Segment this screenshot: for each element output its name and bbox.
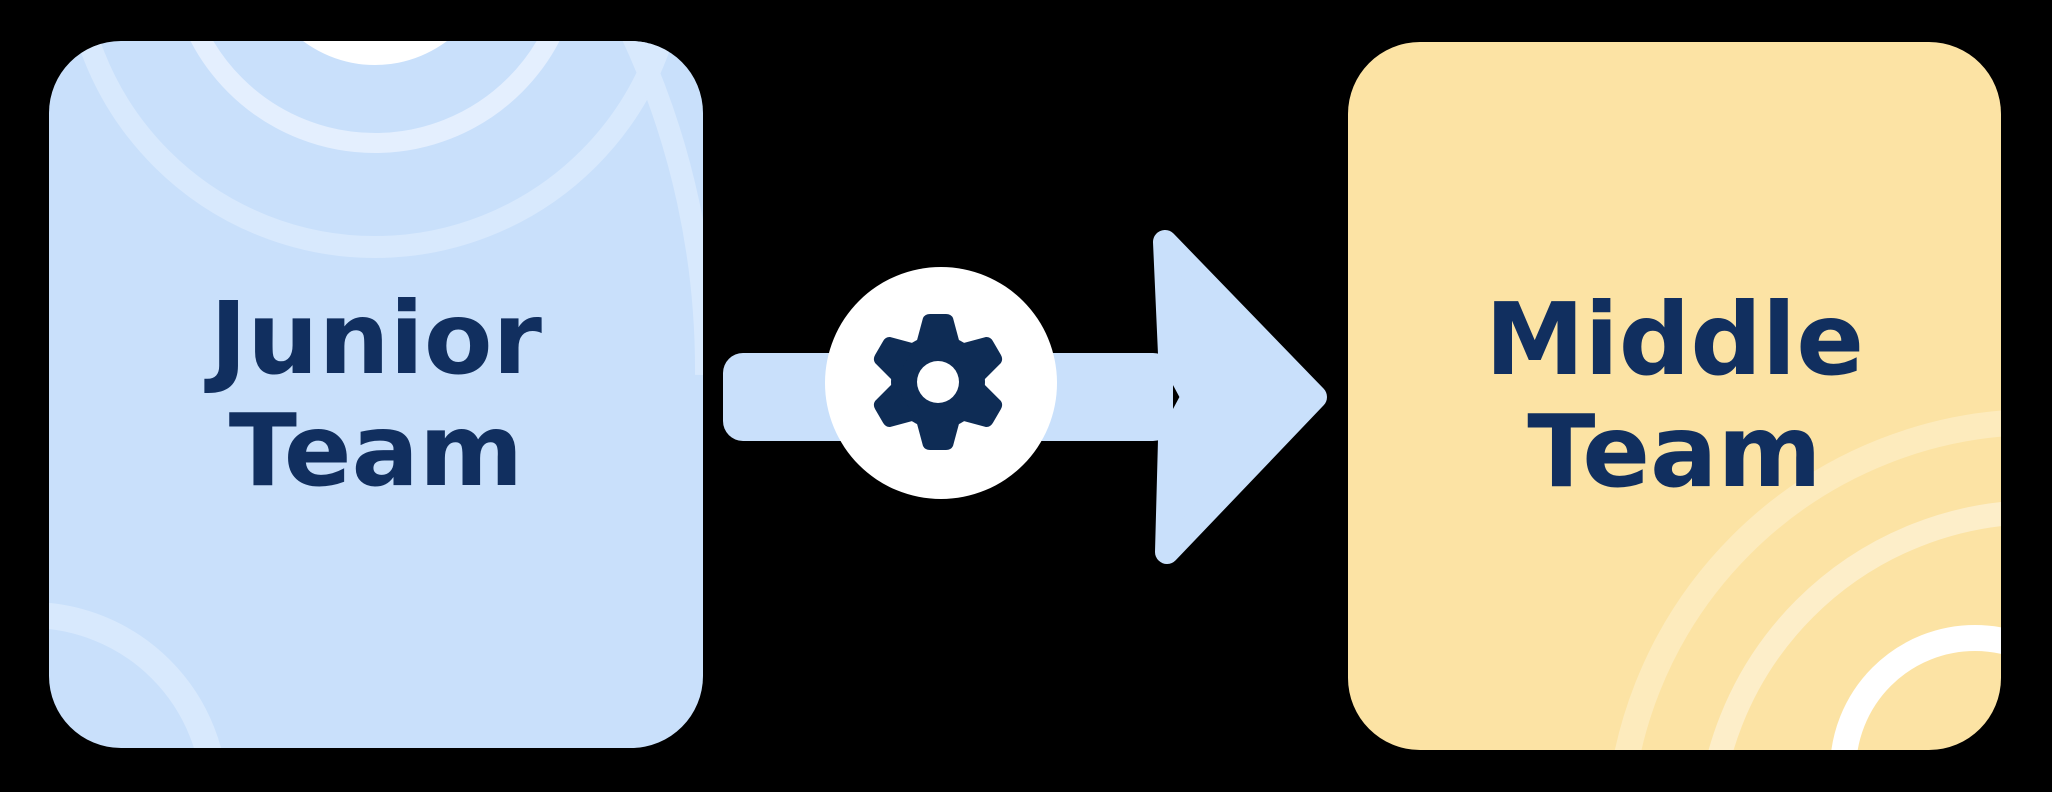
decor-arc-middle [1708, 502, 2001, 750]
gear-hub [917, 361, 959, 403]
decor-ring-inner [190, 41, 560, 153]
gear-icon [873, 314, 1003, 450]
middle-team-label: Middle Team [1484, 281, 1865, 510]
node-middle-team: Middle Team [1348, 42, 2001, 750]
decor-ring-white [1831, 625, 2001, 750]
decor-corner-arc-bottom-left [49, 602, 222, 748]
arrow-shaft [723, 353, 1173, 441]
arrow-head [1153, 230, 1327, 564]
gear-badge-circle [825, 267, 1057, 499]
junior-team-label: Junior Team [210, 279, 542, 509]
node-junior-team: Junior Team [49, 41, 703, 748]
decor-ring-outer [77, 41, 673, 258]
decor-corner-arc-top-right [622, 41, 703, 375]
decor-circle-core [303, 41, 447, 65]
